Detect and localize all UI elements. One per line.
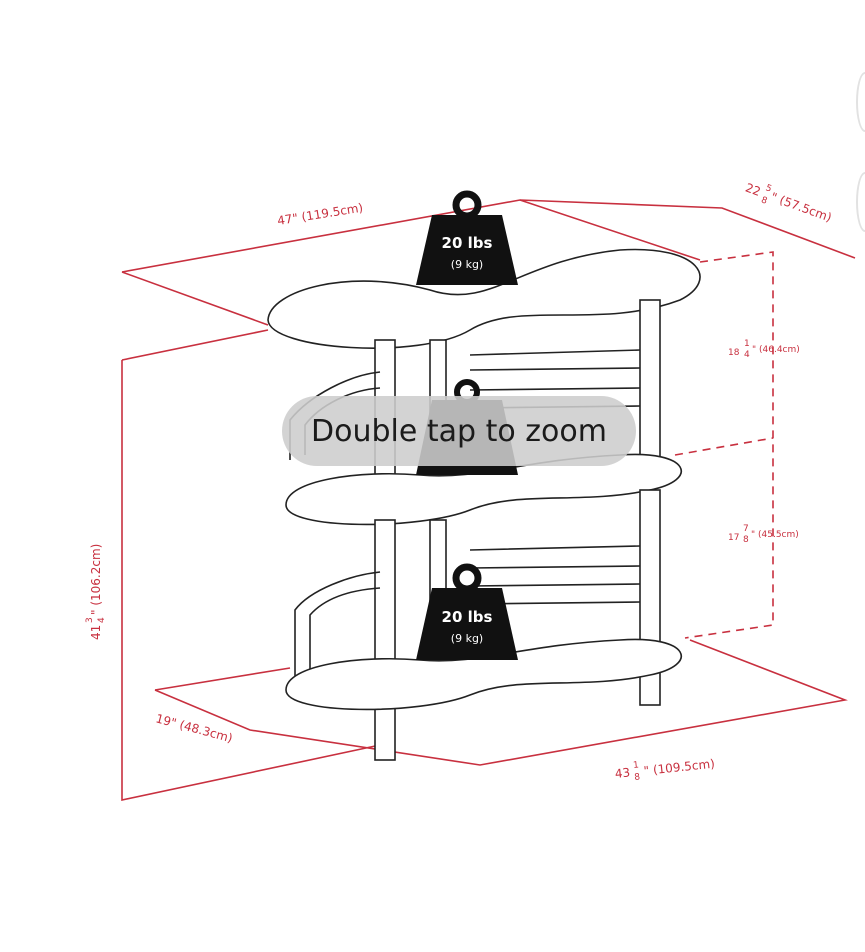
base-depth-label: 19" (48.3cm)	[154, 711, 234, 745]
weight-icon-bottom: 20 lbs (9 kg)	[416, 563, 518, 660]
upper-gap-num: 1	[744, 339, 750, 349]
zoom-hint-text: Double tap to zoom	[311, 413, 607, 449]
weight-sub: (9 kg)	[451, 258, 483, 271]
lower-gap-whole: 17	[728, 533, 739, 543]
upper-gap-whole: 18	[728, 348, 740, 358]
weight-label: 20 lbs	[442, 608, 493, 626]
double-tap-zoom-hint: Double tap to zoom	[282, 396, 636, 466]
lower-gap-num: 7	[743, 524, 749, 534]
top-depth-den: 8	[760, 195, 769, 206]
upper-gap-rest: " (46.4cm)	[752, 345, 800, 355]
top-depth-num: 5	[764, 183, 773, 194]
height-rest: " (106.2cm)	[89, 544, 103, 615]
lower-gap-rest: " (45.5cm)	[751, 530, 799, 540]
base-width-den: 8	[634, 772, 641, 783]
height-den: 4	[97, 617, 107, 623]
top-depth-whole: 22	[743, 181, 762, 199]
bar-table-drawing	[267, 248, 701, 761]
top-width-label: 47" (119.5cm)	[276, 201, 364, 228]
upper-gap-den: 4	[744, 350, 750, 360]
base-width-num: 1	[633, 760, 640, 771]
top-depth-rest: " (57.5cm)	[769, 190, 834, 225]
base-width-rest: " (109.5cm)	[643, 757, 715, 778]
lower-gap-den: 8	[743, 535, 749, 545]
dimension-lines	[121, 199, 856, 801]
height-whole: 41	[89, 625, 103, 640]
base-width-whole: 43	[614, 765, 631, 781]
height-num: 3	[85, 617, 95, 623]
weight-sub: (9 kg)	[451, 632, 483, 645]
weight-icon-top: 20 lbs (9 kg)	[416, 190, 518, 285]
weight-label: 20 lbs	[442, 234, 493, 252]
